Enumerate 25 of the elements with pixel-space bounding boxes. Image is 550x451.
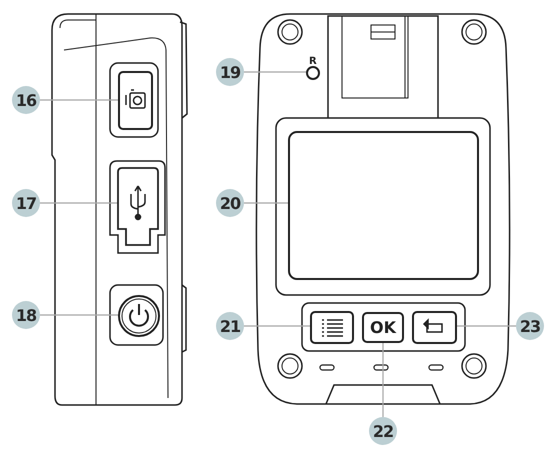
leader-line [40,314,119,316]
leader-line [456,325,516,327]
ok-button: OK [362,312,404,343]
callout-number: 21 [216,312,244,340]
callout-number: 17 [12,189,40,217]
label-text: R [309,56,317,67]
leader-line [244,202,289,204]
callout-number: 22 [369,417,397,445]
leader-line [244,325,311,327]
menu-button [310,311,354,344]
back-button [412,311,457,344]
callout-number: 19 [216,58,244,86]
leader-line [244,71,307,73]
callout-number: 23 [516,312,544,340]
camera-button [118,71,153,130]
display-screen [288,131,479,280]
callout-number: 16 [12,86,40,114]
leader-line [40,99,119,101]
power-button [118,295,160,337]
callout-number: 18 [12,301,40,329]
leader-line [40,202,118,204]
callout-number: 20 [216,189,244,217]
leader-line [382,343,384,417]
port-cover [117,167,159,246]
reset-hole [306,66,320,80]
